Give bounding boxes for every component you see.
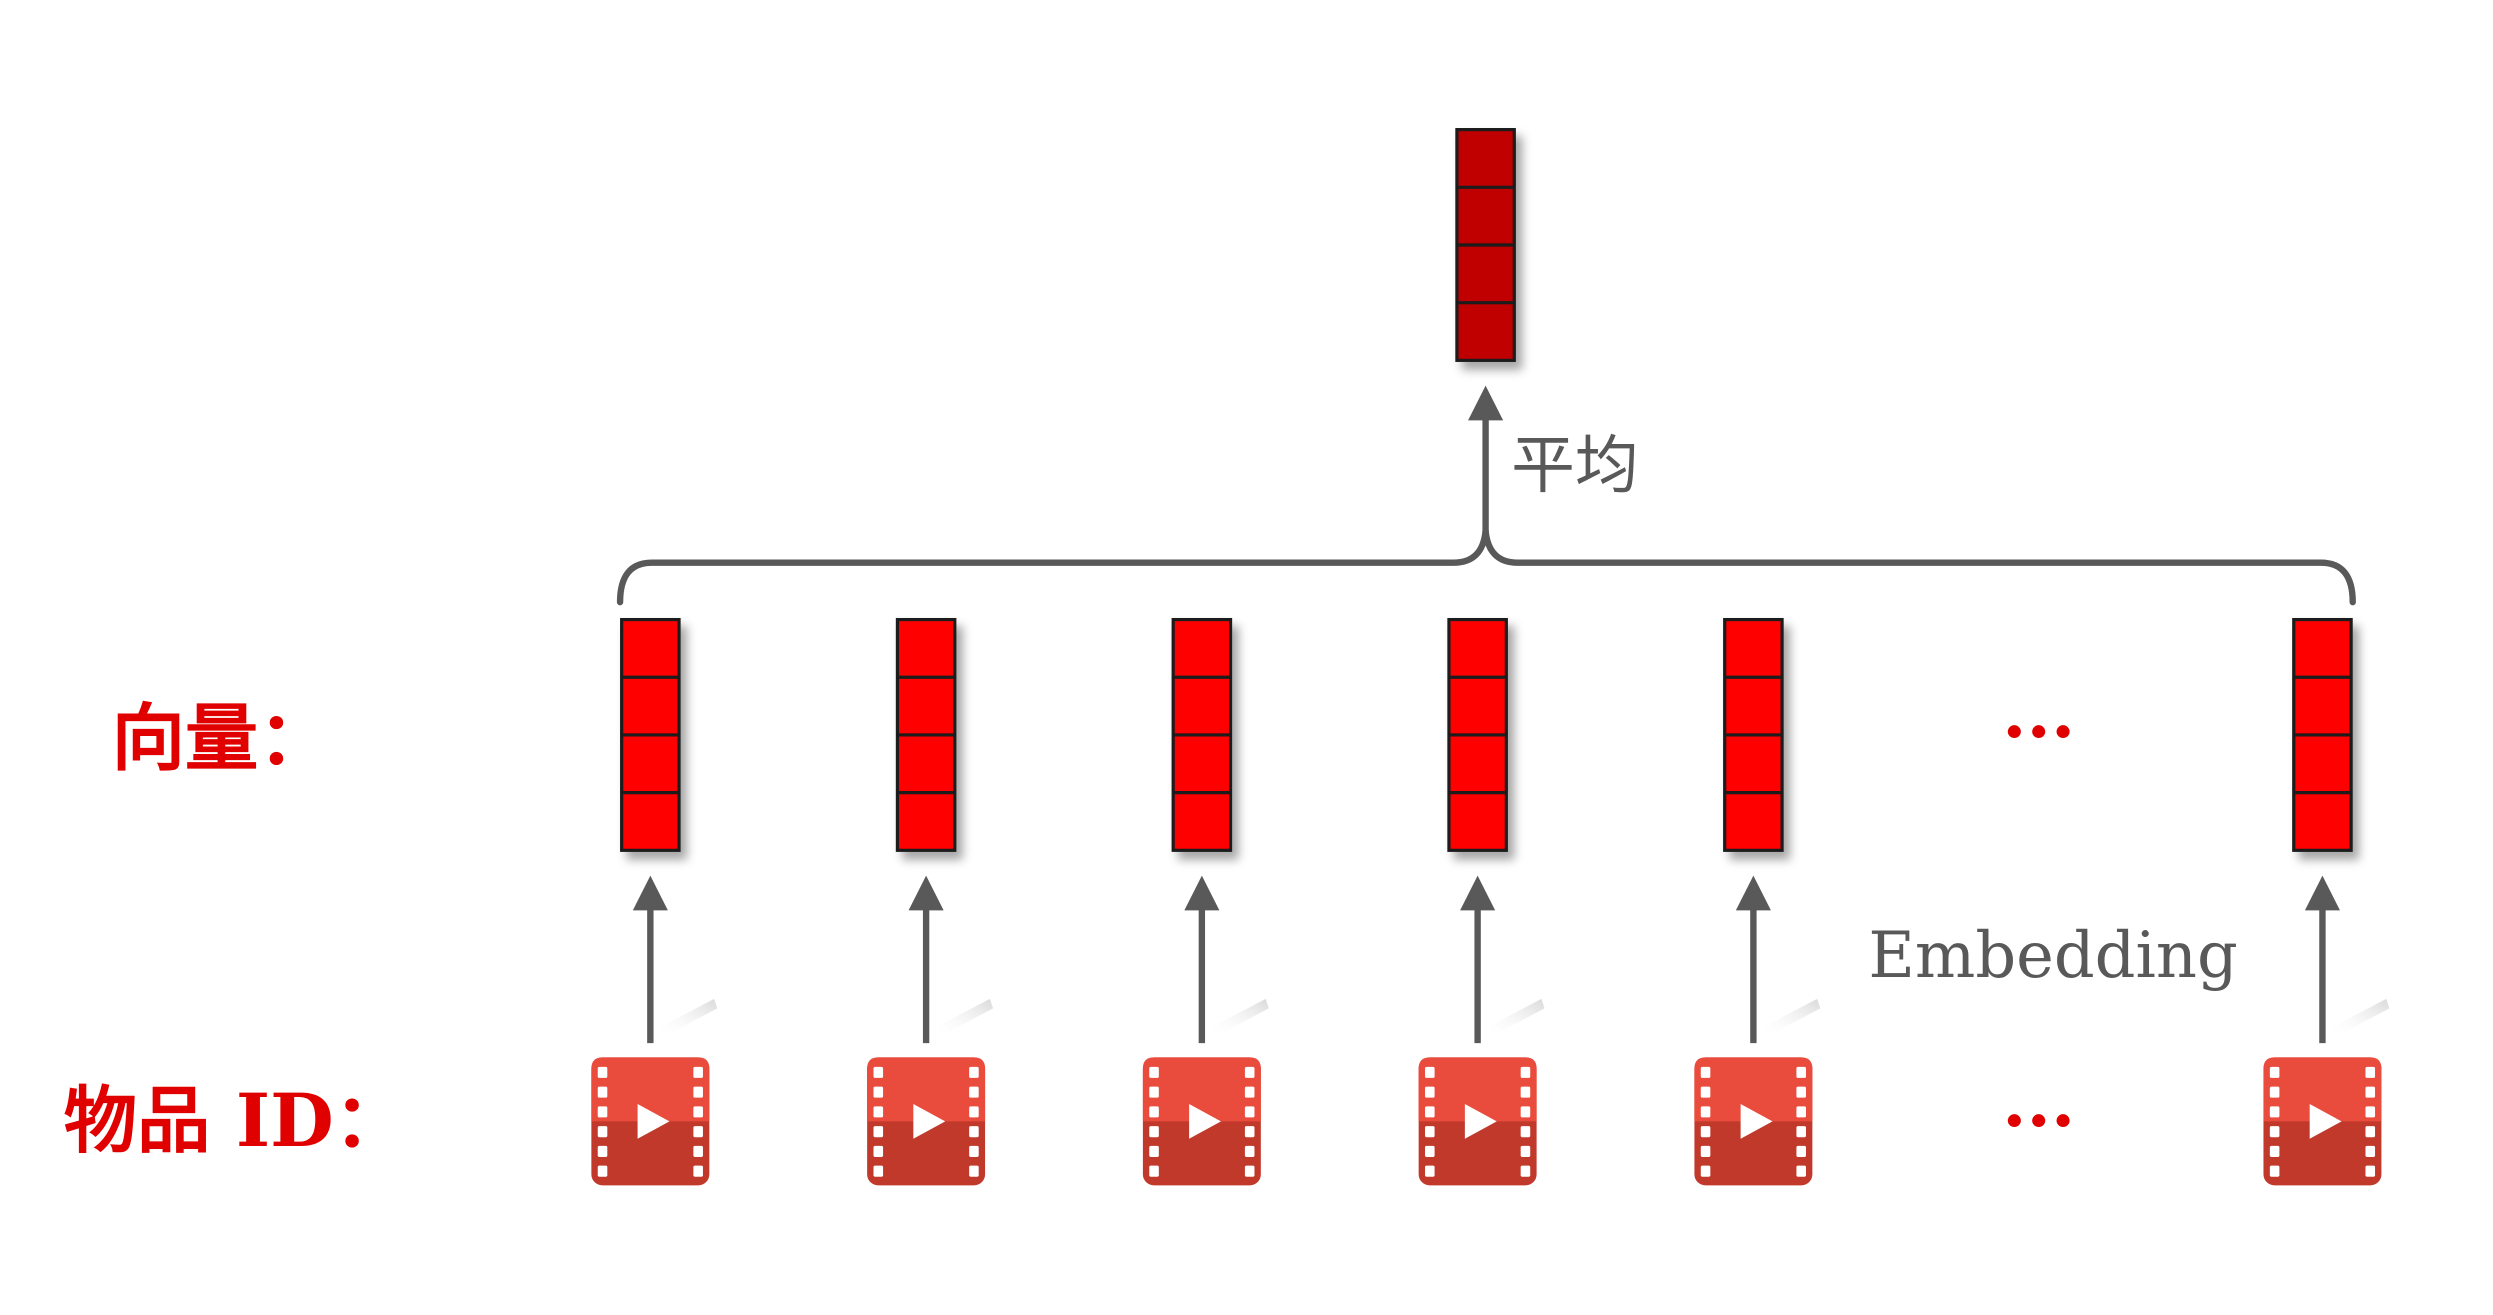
vectors-ellipsis: ···	[2002, 691, 2075, 773]
video-file-icon	[591, 1057, 710, 1186]
item-vector	[1723, 617, 1784, 852]
grouping-brace	[616, 527, 2356, 606]
item-vector	[1447, 617, 1508, 852]
video-file-icon	[1418, 1057, 1537, 1186]
averaged-vector	[1455, 128, 1516, 362]
average-arrow	[1468, 385, 1504, 535]
embedding-arrow	[2304, 875, 2390, 1044]
vectors-row-label: 向量：	[112, 696, 332, 782]
item-vector	[2292, 617, 2353, 852]
embedding-arrow	[1460, 875, 1545, 1044]
video-file-icon	[2263, 1057, 2382, 1186]
embedding-arrow	[1735, 875, 1821, 1044]
video-file-icon	[1694, 1057, 1813, 1186]
video-file-icon	[1142, 1057, 1261, 1186]
embedding-arrow	[908, 875, 994, 1044]
item-vector	[1171, 617, 1233, 852]
average-label: 平均	[1511, 428, 1639, 502]
item-columns	[591, 617, 2390, 1186]
embedding-arrow	[1184, 875, 1269, 1044]
items-ellipsis: ···	[2002, 1080, 2075, 1162]
item-ids-row-label: 物品 ID：	[64, 1078, 407, 1164]
embedding-arrow	[632, 875, 718, 1044]
video-file-icon	[867, 1057, 986, 1186]
item-vector	[620, 617, 681, 852]
item-vector	[895, 617, 957, 852]
embedding-label: Embedding	[1868, 918, 2237, 992]
